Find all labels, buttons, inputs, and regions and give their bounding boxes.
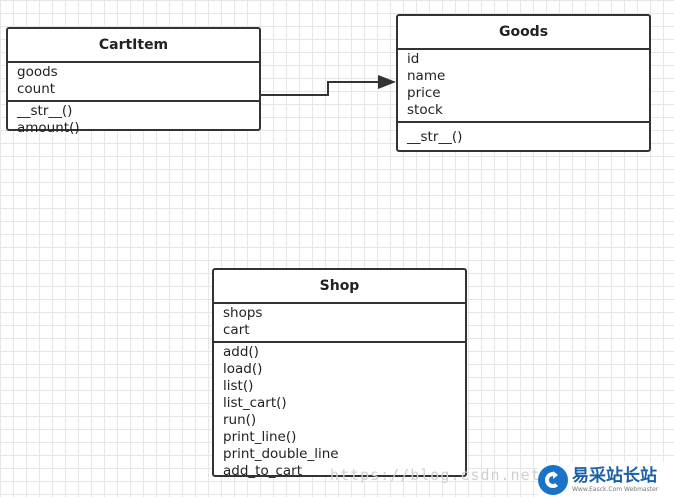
class-cartitem[interactable]: CartItem goods count __str__() amount(): [6, 27, 261, 136]
method: __str__(): [17, 103, 73, 119]
class-name: CartItem: [8, 29, 259, 63]
methods-section: __str__(): [398, 121, 649, 152]
attribute: stock: [407, 102, 443, 118]
attribute: shops: [223, 305, 263, 321]
class-goods[interactable]: Goods id name price stock __str__(): [396, 14, 651, 152]
method: print_double_line: [223, 446, 339, 462]
attribute: name: [407, 68, 446, 84]
attribute: id: [407, 51, 420, 67]
attributes-section: shops cart: [214, 304, 465, 341]
class-name: Shop: [214, 270, 465, 304]
method: print_line(): [223, 429, 297, 445]
class-name: Goods: [398, 16, 649, 50]
class-shop[interactable]: Shop shops cart add() load() list() list…: [212, 268, 467, 479]
attribute: count: [17, 81, 56, 97]
logo-title: 易采站长站: [572, 465, 657, 486]
watermark-logo: 易采站长站 Www.Easck.Com Webmaster: [538, 462, 674, 497]
method: list(): [223, 378, 254, 394]
watermark-url: https://blog.csdn.net/: [330, 466, 551, 484]
method: list_cart(): [223, 395, 287, 411]
logo-icon: [538, 464, 568, 495]
method: run(): [223, 412, 257, 428]
methods-section: add() load() list() list_cart() run() pr…: [214, 341, 465, 482]
method: amount(): [17, 120, 80, 136]
attribute: price: [407, 85, 441, 101]
methods-section: __str__() amount(): [8, 100, 259, 139]
logo-subtitle: Www.Easck.Com Webmaster: [572, 485, 659, 493]
arrowhead-icon: [378, 75, 396, 89]
attribute: cart: [223, 322, 250, 338]
logo-text-block: 易采站长站 Www.Easck.Com Webmaster: [572, 466, 658, 494]
attributes-section: id name price stock: [398, 50, 649, 121]
connector-line: [261, 81, 388, 96]
method: __str__(): [407, 129, 463, 145]
attribute: goods: [17, 64, 58, 80]
method: add_to_cart: [223, 463, 303, 479]
attributes-section: goods count: [8, 63, 259, 100]
method: load(): [223, 361, 263, 377]
method: add(): [223, 344, 259, 360]
